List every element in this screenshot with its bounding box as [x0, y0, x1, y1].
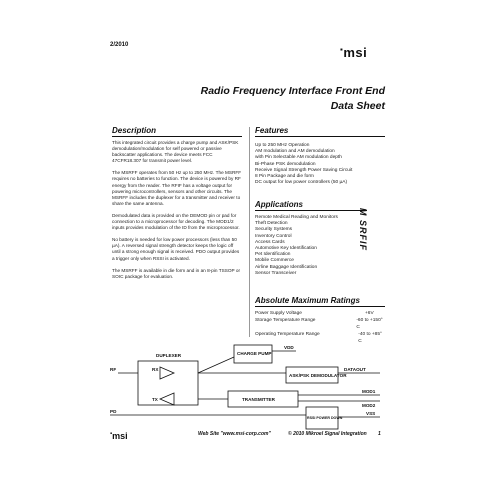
- application-item: Mobile Commerce: [255, 258, 294, 264]
- footer-logo: ▪msi: [110, 431, 128, 441]
- mod1-label: MOD1: [362, 389, 376, 394]
- column-divider: [249, 127, 250, 337]
- company-logo: ▪msi: [340, 45, 367, 60]
- description-paragraph-3: Demodulated data is provided on the DEMO…: [112, 212, 240, 231]
- description-paragraph-4: No battery is needed for low power proce…: [112, 237, 240, 261]
- features-heading: Features: [255, 126, 385, 137]
- document-title: Radio Frequency Interface Front End Data…: [160, 84, 385, 114]
- charge-pump-box: [233, 344, 273, 364]
- features-section: Features Up to 250 MHz Operation AM modu…: [255, 126, 385, 186]
- rssi-label: RSSI POWER DOWN: [307, 416, 343, 420]
- description-paragraph-2: The MSRFF operates from 50 Hz up to 250 …: [112, 170, 242, 206]
- features-list: Up to 250 MHz Operation AM modulation an…: [255, 143, 385, 186]
- document-date: 2/2010: [110, 42, 129, 48]
- applications-heading: Applications: [255, 200, 367, 211]
- rf-label: RF: [110, 367, 116, 372]
- ratings-table: Power Supply Voltage +6V Storage Tempera…: [255, 310, 385, 345]
- vss-label: VSS: [366, 411, 375, 416]
- ratings-heading: Absolute Maximum Ratings: [255, 296, 385, 307]
- rating-row: Power Supply Voltage +6V: [255, 310, 385, 317]
- page-number: 1: [378, 431, 381, 437]
- rx-amplifier-symbol: [159, 366, 176, 380]
- application-item: Airline Baggage Identification: [255, 264, 318, 270]
- footer-copyright: © 2010 Mikroel Signal Integration: [288, 431, 367, 437]
- application-item: Theft Detection: [255, 221, 288, 227]
- application-item: Security Systems: [255, 227, 293, 233]
- tx-amplifier-symbol: [158, 392, 175, 406]
- rating-label: Power Supply Voltage: [255, 311, 302, 316]
- demodulator-box: [285, 366, 339, 384]
- applications-list: Remote Medical Reading and Monitors Thef…: [255, 215, 367, 277]
- rating-row: Operating Temperature Range -40 to +85° …: [255, 331, 385, 345]
- demodulator-label: ASK/PSK DEMODULATOR: [289, 373, 347, 378]
- footer-logo-mark-icon: ▪: [110, 431, 113, 437]
- title-line-1: Radio Frequency Interface Front End: [200, 85, 385, 97]
- logo-mark-icon: ▪: [340, 45, 344, 54]
- rating-value: +6V: [365, 311, 374, 316]
- vdd-label: VDD: [284, 345, 294, 350]
- rssi-box: [305, 406, 339, 430]
- rating-value: -60 to +150° C: [356, 318, 383, 330]
- feature-item: Bi-Phase PSK demodulation: [255, 161, 316, 167]
- feature-item: Receive Signal Strength Power Saving Cir…: [255, 167, 353, 173]
- title-line-2: Data Sheet: [330, 100, 385, 112]
- feature-item: Up to 250 MHz Operation: [255, 143, 310, 148]
- description-heading: Description: [112, 126, 242, 137]
- rating-value: -40 to +85° C: [358, 332, 382, 344]
- rating-label: Operating Temperature Range: [255, 332, 320, 337]
- rating-row: Storage Temperature Range -60 to +150° C: [255, 317, 385, 331]
- rx-to-pump-line: [197, 356, 235, 374]
- application-item: Remote Medical Reading and Monitors: [255, 215, 338, 220]
- product-sidebar-label: M SRFIF: [358, 208, 368, 251]
- pd-label: PD: [110, 409, 117, 414]
- description-paragraph-1: This integrated circuit provides a charg…: [112, 140, 239, 164]
- application-item: Inventory Control: [255, 233, 292, 239]
- charge-pump-label: CHARGE PUMP: [237, 351, 271, 356]
- footer-website: Web Site "www.msi-corp.com": [198, 431, 271, 437]
- applications-section: Applications Remote Medical Reading and …: [255, 200, 367, 277]
- duplexer-box: [137, 360, 199, 406]
- feature-item: DC output for low power controllers (50 …: [255, 180, 348, 186]
- description-section: Description This integrated circuit prov…: [112, 126, 242, 280]
- block-diagram: DUPLEXER RF RX TX CHARGE PUMP VDD ASK/PS…: [110, 344, 380, 430]
- application-item: Access Cards: [255, 239, 285, 245]
- application-item: Pet Identification: [255, 252, 291, 258]
- application-item: Sensor Transceiver: [255, 270, 297, 276]
- rx-label: RX: [152, 367, 159, 372]
- footer-logo-text: msi: [112, 431, 128, 441]
- feature-item: with Pin Selectable AM modulation depth: [255, 155, 342, 161]
- mod2-label: MOD2: [362, 403, 376, 408]
- logo-text: msi: [343, 45, 368, 60]
- duplexer-label: DUPLEXER: [156, 353, 182, 358]
- rating-label: Storage Temperature Range: [255, 318, 316, 323]
- feature-item: 8 Pin Package and die form: [255, 174, 314, 180]
- description-paragraph-5: The MSRFF is available in die form and i…: [112, 267, 241, 279]
- feature-item: AM modulation and AM demodulation: [255, 149, 335, 155]
- application-item: Automotive Key Identification: [255, 246, 317, 252]
- dataout-label: DATAOUT: [344, 367, 366, 372]
- tx-label: TX: [152, 397, 159, 402]
- ratings-section: Absolute Maximum Ratings Power Supply Vo…: [255, 296, 385, 345]
- transmitter-label: TRANSMITTER: [242, 397, 276, 402]
